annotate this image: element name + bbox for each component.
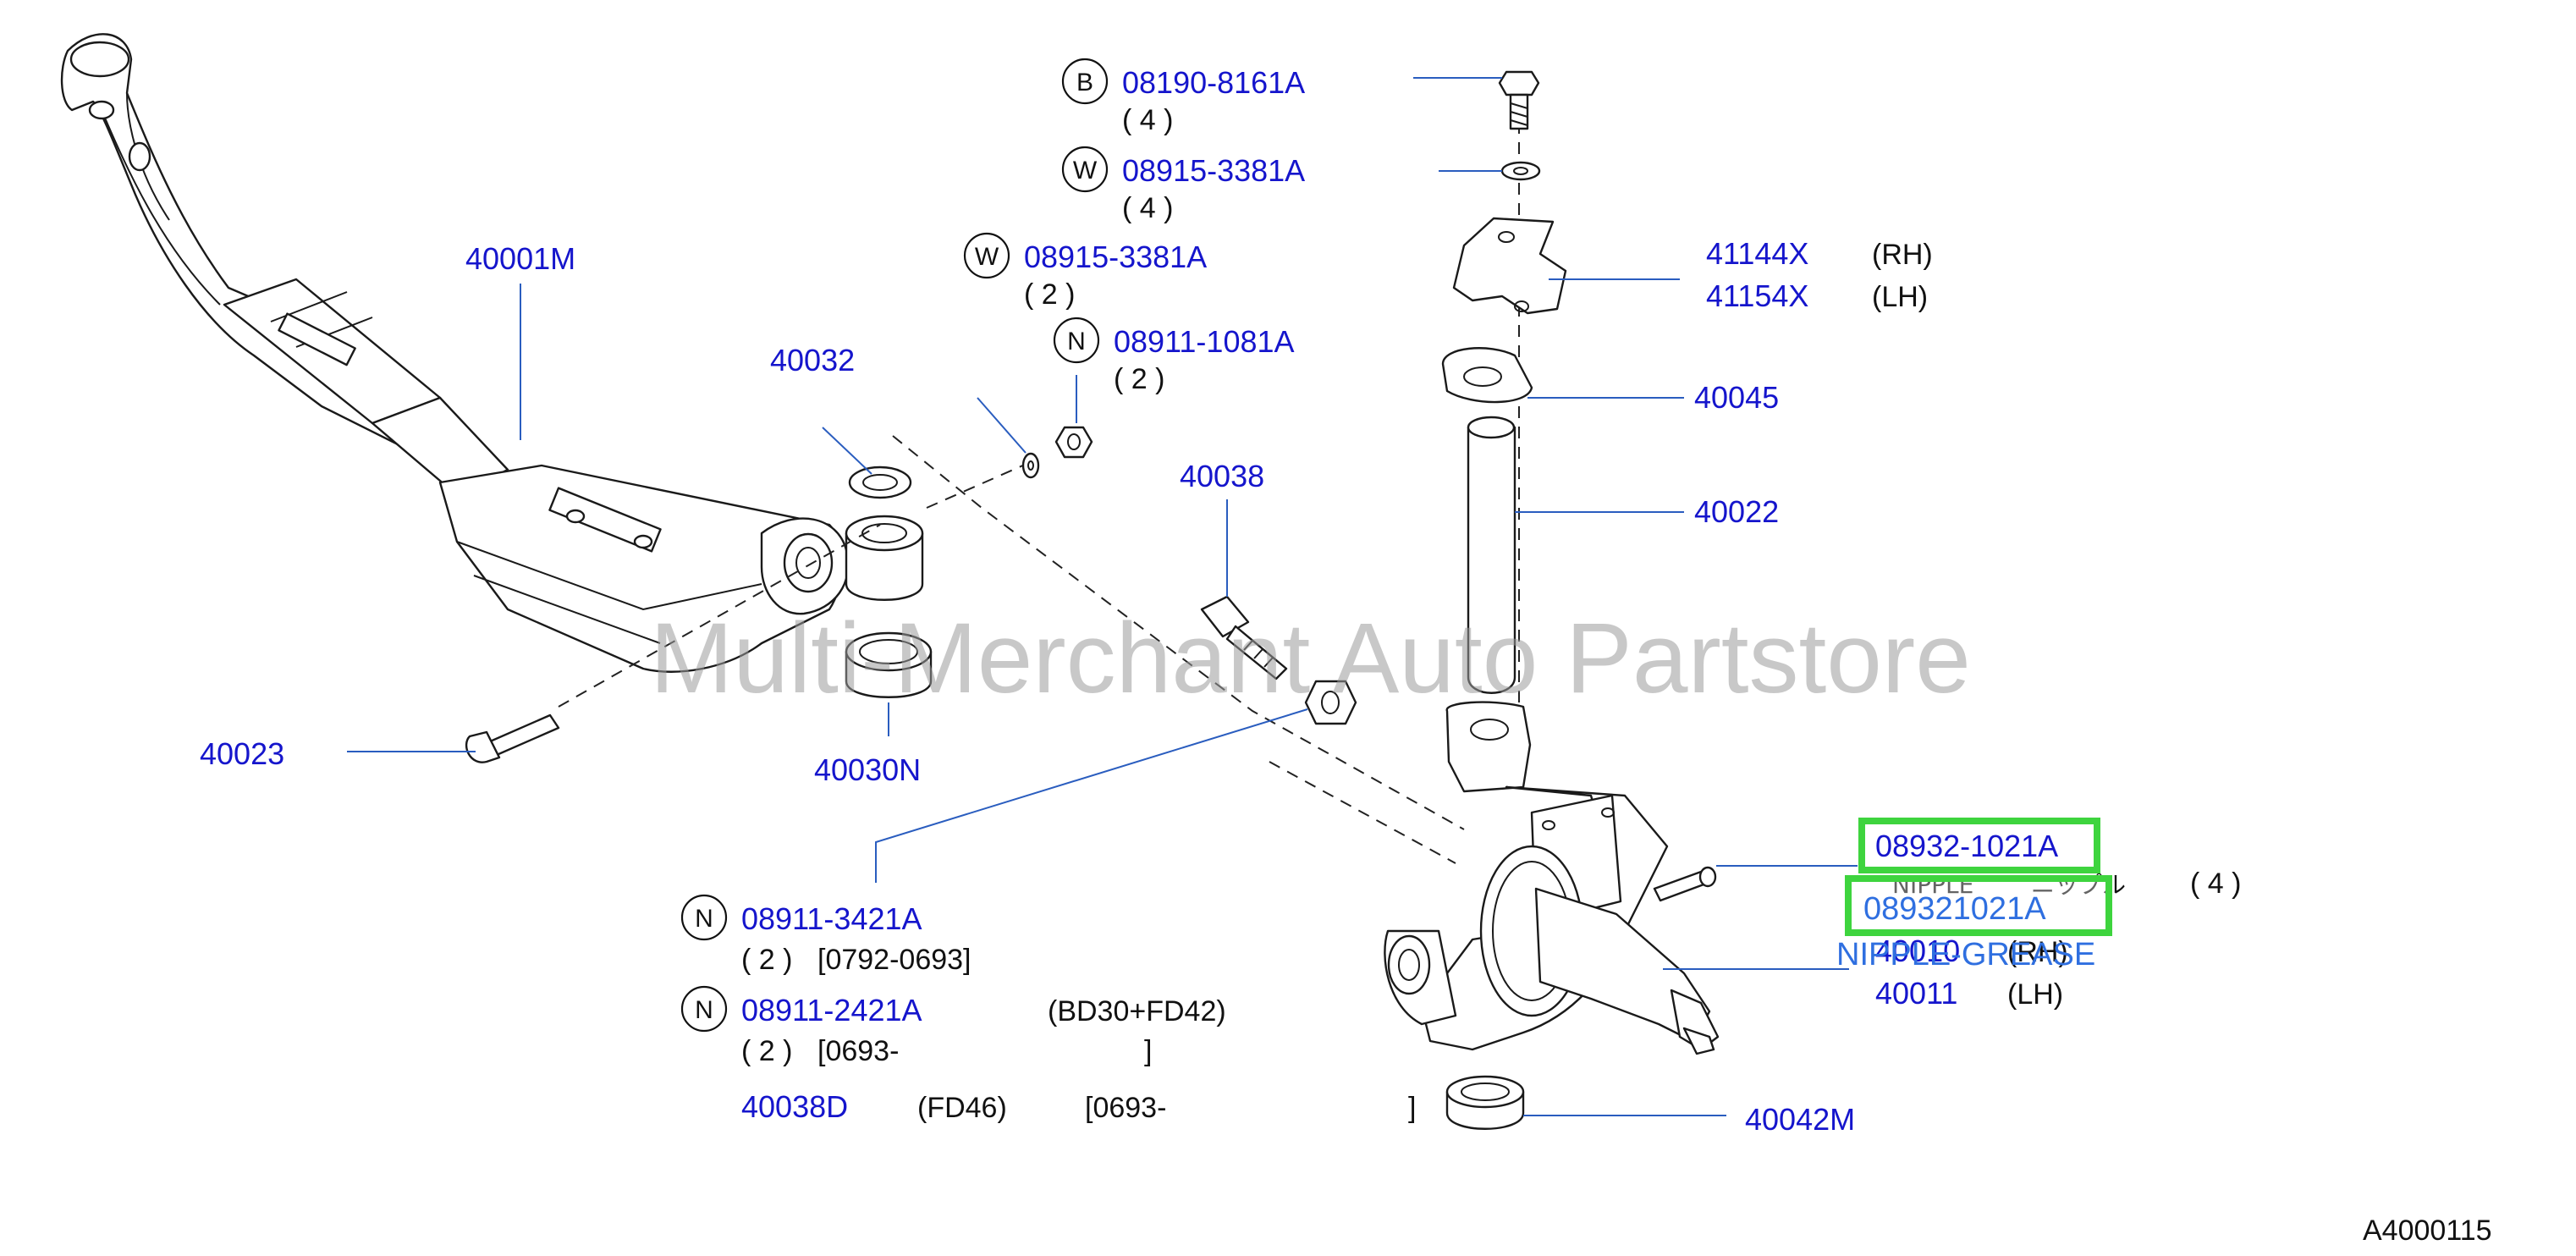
callout-n3-model-note: (BD30+FD42)	[1048, 995, 1226, 1027]
highlight-box-overlay	[1845, 875, 2112, 936]
leader-w2	[977, 397, 1027, 454]
cotter-pin-drawing	[465, 713, 560, 763]
part-label-41144X-side: (RH)	[1872, 239, 1933, 271]
nipple-quantity: ( 4 )	[2190, 868, 2241, 900]
callout-w2-part-number[interactable]: 08915-3381A	[1024, 240, 1207, 274]
king-pin-drawing	[1467, 416, 1516, 694]
diagram-code: A4000115	[2363, 1215, 2492, 1247]
callout-w2-quantity: ( 2 )	[1024, 278, 1075, 311]
part-label-40038D-date-end: ]	[1408, 1092, 1416, 1124]
callout-b1-quantity: ( 4 )	[1122, 104, 1173, 136]
overlay-part-number[interactable]: 089321021A	[1863, 891, 2046, 927]
callout-n1-quantity: ( 2 )	[1114, 363, 1164, 395]
part-label-40010[interactable]: 40010	[1875, 934, 1960, 968]
highlight-box-part-number	[1858, 818, 2100, 873]
part-label-41144X[interactable]: 41144X	[1706, 236, 1808, 271]
upper-bushing-drawing	[845, 515, 924, 601]
callout-b1-letter: B	[1076, 69, 1093, 96]
part-label-40042M[interactable]: 40042M	[1745, 1102, 1855, 1137]
part-label-40022[interactable]: 40022	[1694, 494, 1779, 529]
callout-w2-circle	[963, 232, 1010, 279]
part-label-40011-side: (LH)	[2007, 978, 2063, 1011]
part-label-40045[interactable]: 40045	[1694, 380, 1779, 415]
part-label-40001M[interactable]: 40001M	[465, 241, 575, 276]
callout-w2[interactable]: W 08915-3381A ( 2 )	[963, 232, 1207, 311]
watermark: Multi-Merchant Auto Partstore	[650, 603, 1971, 714]
callout-n3[interactable]: N 08911-2421A (BD30+FD42) ( 2 ) [0693- ]	[680, 985, 1226, 1067]
callout-n1[interactable]: N 08911-1081A ( 2 )	[1053, 317, 1295, 395]
part-label-40032[interactable]: 40032	[770, 343, 855, 377]
callout-n2-date-range: [0792-0693]	[817, 944, 972, 976]
thrust-washer-drawing	[848, 465, 912, 499]
leader-n2	[875, 708, 1308, 883]
shim-drawing	[1441, 347, 1533, 404]
callout-w1-quantity: ( 4 )	[1122, 192, 1173, 224]
part-label-40038D-note: (FD46)	[917, 1092, 1007, 1124]
assembly-line-4	[1269, 761, 1456, 864]
overlay-backdrop	[1848, 879, 2109, 933]
callout-n1-letter: N	[1067, 328, 1086, 355]
assembly-line-2	[558, 524, 881, 708]
callout-n3-circle	[680, 985, 728, 1033]
leader-40032	[822, 427, 872, 475]
knuckle-bolt-drawing	[1200, 595, 1288, 680]
callout-b1-circle	[1061, 58, 1109, 105]
axle-beam-drawing	[60, 33, 850, 673]
overlay-part-description: NIPPLE-GREASE	[1836, 937, 2095, 972]
seal-drawing	[1445, 1075, 1525, 1130]
hex-nut-drawing	[1304, 680, 1357, 725]
bolt-drawing	[1498, 70, 1540, 130]
callout-n3-quantity: ( 2 )	[741, 1035, 792, 1067]
callout-n2-part-number[interactable]: 08911-3421A	[741, 901, 922, 936]
callout-b1[interactable]: B 08190-8161A ( 4 )	[1061, 58, 1305, 136]
callout-n2[interactable]: N 08911-3421A ( 2 ) [0792-0693]	[680, 894, 972, 976]
grease-nipple-drawing	[1653, 866, 1717, 902]
callout-n3-part-number[interactable]: 08911-2421A	[741, 993, 922, 1027]
callout-n2-letter: N	[695, 905, 713, 933]
callout-n3-date-end: ]	[1144, 1035, 1152, 1067]
part-label-40030N[interactable]: 40030N	[814, 752, 921, 787]
assembly-line-3	[926, 460, 1033, 509]
bearing-drawing	[845, 631, 933, 698]
callout-n2-circle	[680, 894, 728, 941]
part-label-40038[interactable]: 40038	[1180, 459, 1264, 493]
part-label-40011[interactable]: 40011	[1875, 976, 1957, 1011]
small-washer-drawing	[1021, 452, 1040, 479]
callout-w2-letter: W	[975, 243, 999, 271]
callout-w1-letter: W	[1073, 157, 1098, 185]
callout-w1-part-number[interactable]: 08915-3381A	[1122, 153, 1305, 188]
callout-b1-part-number[interactable]: 08190-8161A	[1122, 65, 1305, 100]
callout-n1-part-number[interactable]: 08911-1081A	[1114, 324, 1295, 359]
assembly-line-1	[892, 435, 1465, 830]
callout-w1-circle	[1061, 146, 1109, 193]
part-label-40023[interactable]: 40023	[200, 736, 284, 771]
part-label-40038D[interactable]: 40038D	[741, 1089, 848, 1124]
flat-washer-drawing	[1500, 161, 1541, 181]
part-label-40038D-date-start: [0693-	[1085, 1092, 1166, 1124]
steering-knuckle-drawing	[1384, 701, 1720, 1055]
part-label-41154X[interactable]: 41154X	[1706, 278, 1808, 313]
callout-n3-date-start: [0693-	[817, 1035, 899, 1067]
part-label-40010-side: (RH)	[2007, 936, 2068, 968]
callout-n1-circle	[1053, 317, 1100, 364]
callout-w1[interactable]: W 08915-3381A ( 4 )	[1061, 146, 1305, 224]
small-nut-drawing	[1054, 426, 1093, 459]
stopper-bracket-drawing	[1452, 217, 1567, 315]
callout-n3-letter: N	[695, 996, 713, 1024]
callout-n2-quantity: ( 2 )	[741, 944, 792, 976]
nipple-part-number[interactable]: 08932-1021A	[1875, 829, 2058, 863]
part-label-41154X-side: (LH)	[1872, 281, 1928, 313]
